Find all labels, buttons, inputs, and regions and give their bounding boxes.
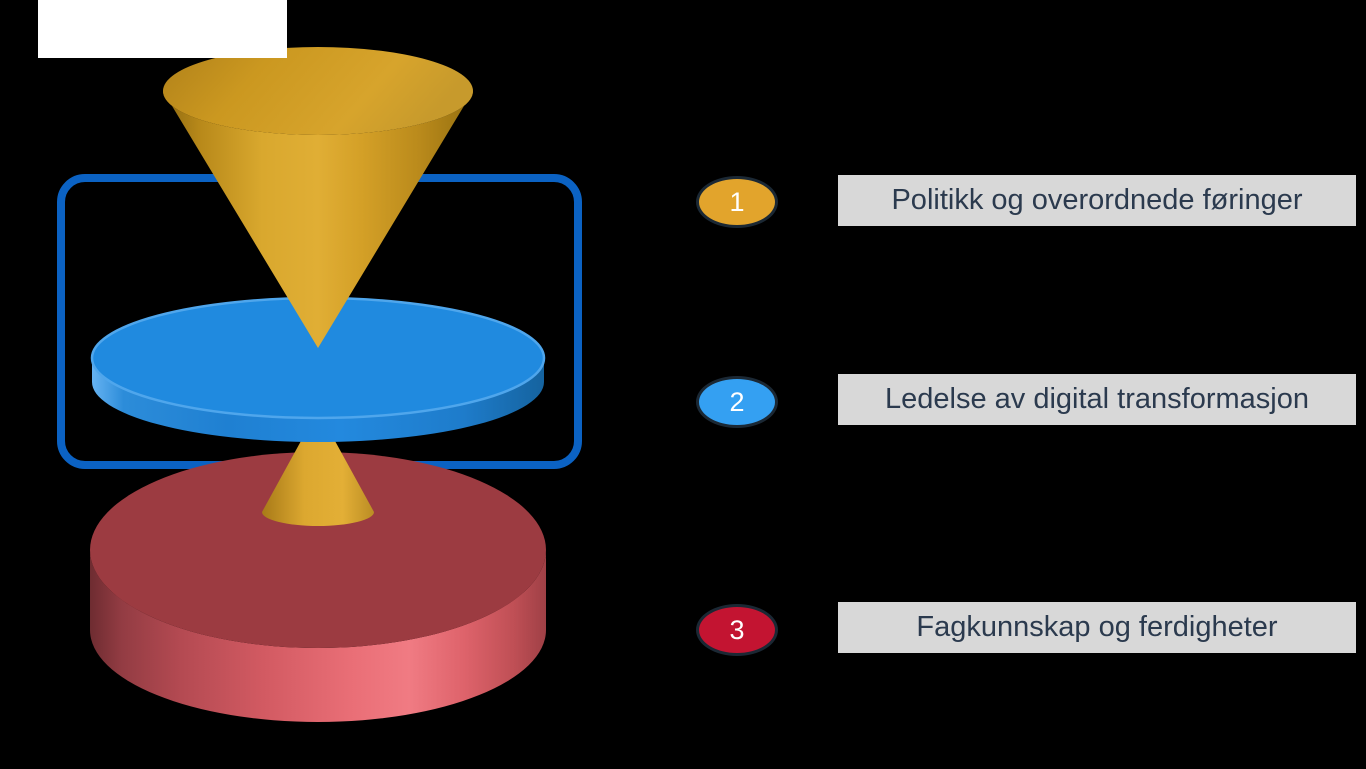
legend-label-1: Politikk og overordnede føringer — [838, 175, 1356, 226]
legend-label-3: Fagkunnskap og ferdigheter — [838, 602, 1356, 653]
small-gold-cone — [262, 410, 374, 526]
legend-badge-1: 1 — [696, 176, 778, 228]
white-cover-box — [38, 0, 287, 58]
legend-badge-2: 2 — [696, 376, 778, 428]
inverted-gold-cone-top — [163, 47, 473, 135]
inverted-gold-cone-body — [163, 91, 473, 348]
blue-disc-rim — [92, 358, 544, 442]
legend-badge-3: 3 — [696, 604, 778, 656]
red-cylinder-side — [90, 550, 546, 722]
red-cylinder-top — [90, 452, 546, 648]
legend-label-2: Ledelse av digital transformasjon — [838, 374, 1356, 425]
